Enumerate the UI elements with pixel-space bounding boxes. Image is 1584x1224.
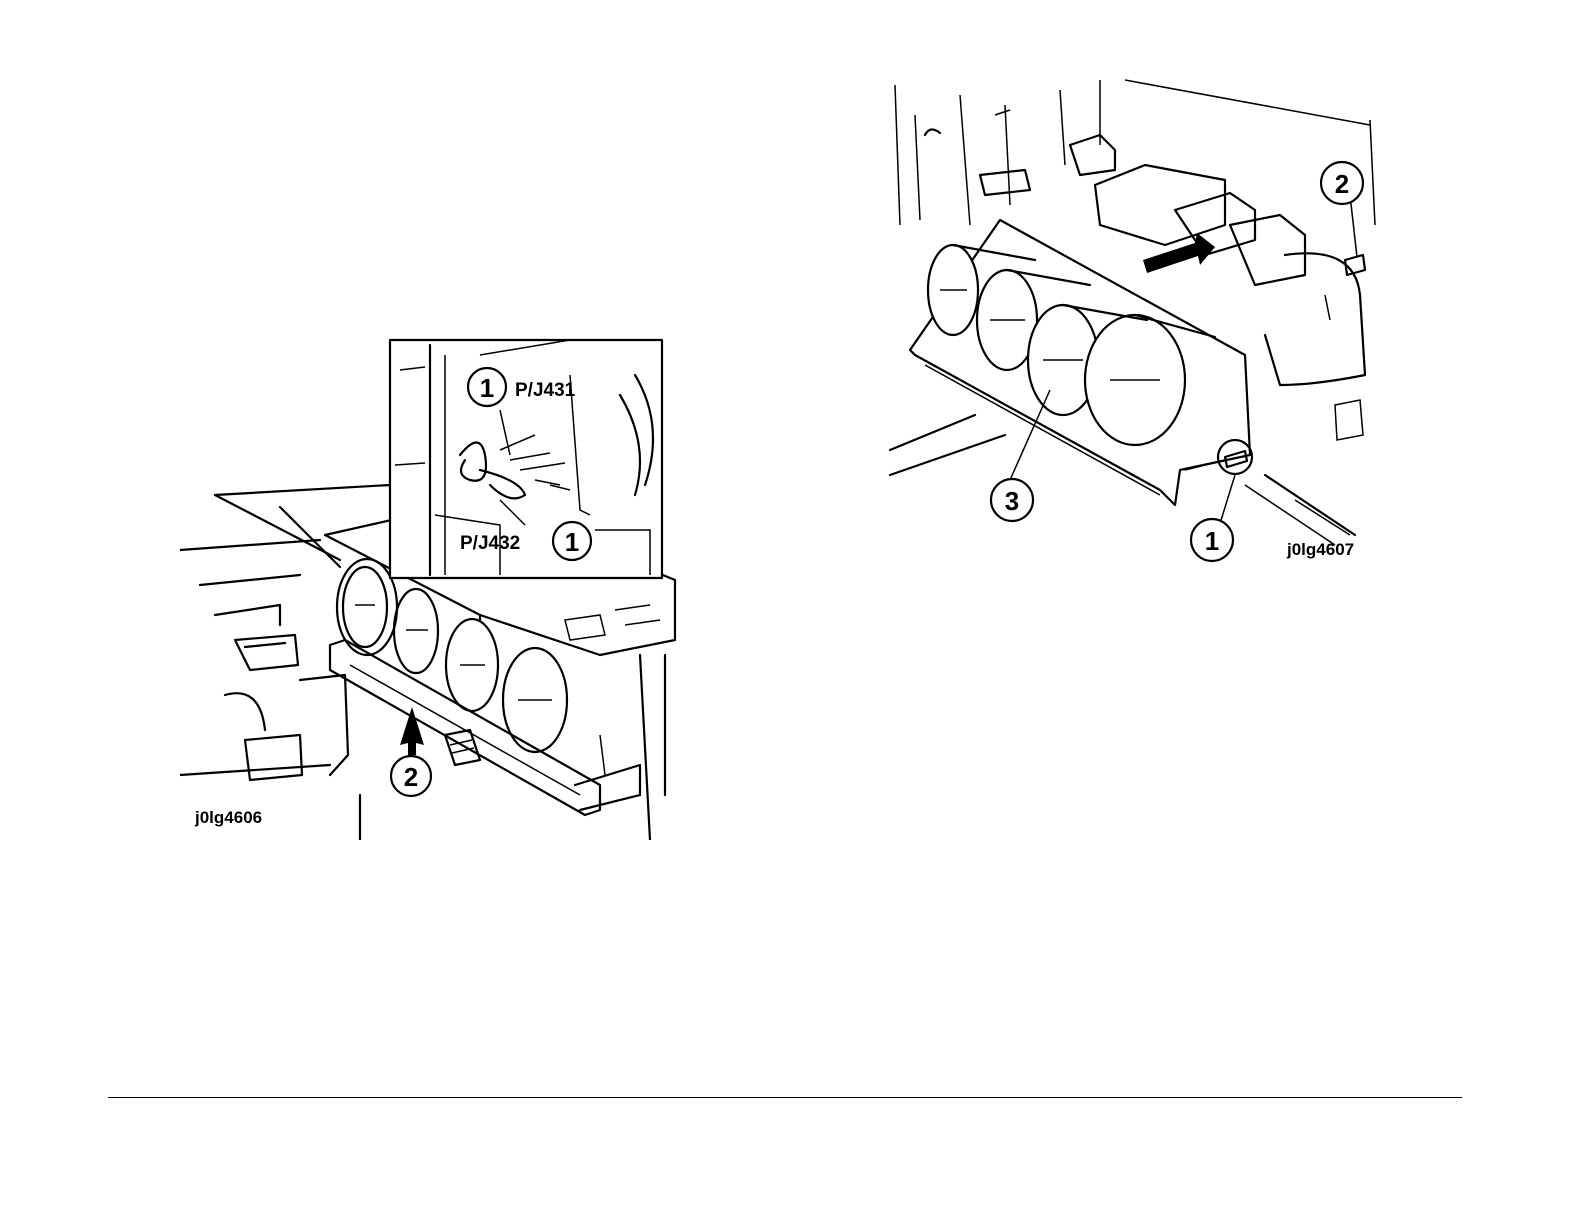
figure-id-right: j0lg4607 — [1286, 540, 1354, 559]
callout-1-bottom: 1 — [565, 527, 579, 557]
callout-3-right: 3 — [1005, 486, 1019, 516]
figure-right-callouts: 2 3 1 j0lg4607 — [885, 75, 1385, 570]
figure-left-callouts: 1 P/J431 1 P/J432 2 j0lg4606 — [180, 335, 690, 840]
page-footer-rule — [108, 1097, 1462, 1098]
callout-2: 2 — [404, 762, 418, 792]
callout-1-top: 1 — [480, 373, 494, 403]
figure-left: 1 P/J431 1 P/J432 2 j0lg4606 — [180, 335, 690, 840]
label-pj431: P/J431 — [515, 380, 576, 401]
figure-right: 2 3 1 j0lg4607 — [885, 75, 1385, 570]
callout-2-right: 2 — [1335, 169, 1349, 199]
callout-1-right: 1 — [1205, 526, 1219, 556]
label-pj432: P/J432 — [460, 533, 520, 554]
figure-id-left: j0lg4606 — [194, 808, 262, 827]
